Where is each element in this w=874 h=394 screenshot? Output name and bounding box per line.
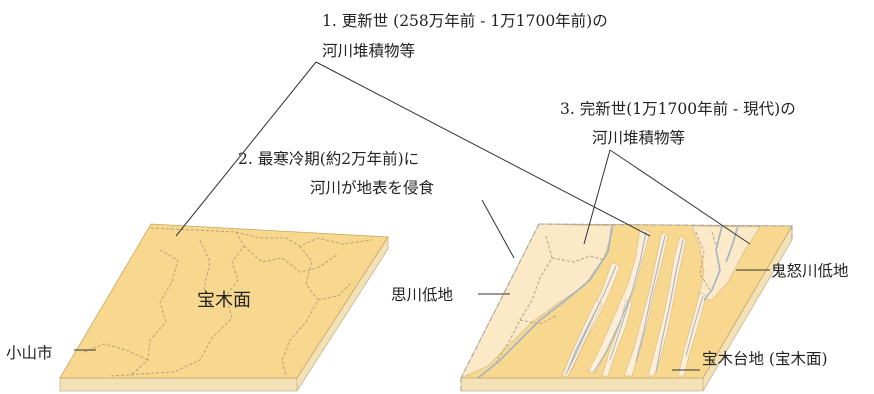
label-pleistocene-line1: 1. 更新世 (258万年前 - 1万1700年前)の [322, 12, 608, 30]
label-oyama-city: 小山市 [6, 344, 53, 362]
label-omoigawa-lowland: 思川低地 [391, 286, 453, 304]
right-dashed-boundaries [495, 231, 717, 363]
label-holocene-line2: 河川堆積物等 [592, 129, 685, 147]
label-pleistocene-line2: 河川堆積物等 [322, 42, 415, 60]
rivers [477, 225, 739, 379]
label-hoboku-surface: 宝木面 [197, 290, 251, 311]
label-kinugawa-lowland: 鬼怒川低地 [771, 262, 849, 280]
label-lgm-line2: 河川が地表を侵食 [310, 179, 435, 197]
left-dashed-boundaries [83, 227, 373, 377]
leader-lines [74, 61, 770, 371]
left-plateau-block [59, 223, 389, 392]
label-hoboku-plateau: 宝木台地 (宝木面) [702, 350, 828, 368]
former-surface-outline [460, 223, 793, 391]
label-holocene-line1: 3. 完新世(1万1700年前 - 現代)の [560, 100, 796, 118]
label-lgm-line1: 2. 最寒冷期(約2万年前)に [238, 149, 419, 168]
left-block-top [59, 223, 389, 379]
right-eroded-block [460, 223, 793, 392]
kinugawa-lowland-area [691, 225, 761, 301]
